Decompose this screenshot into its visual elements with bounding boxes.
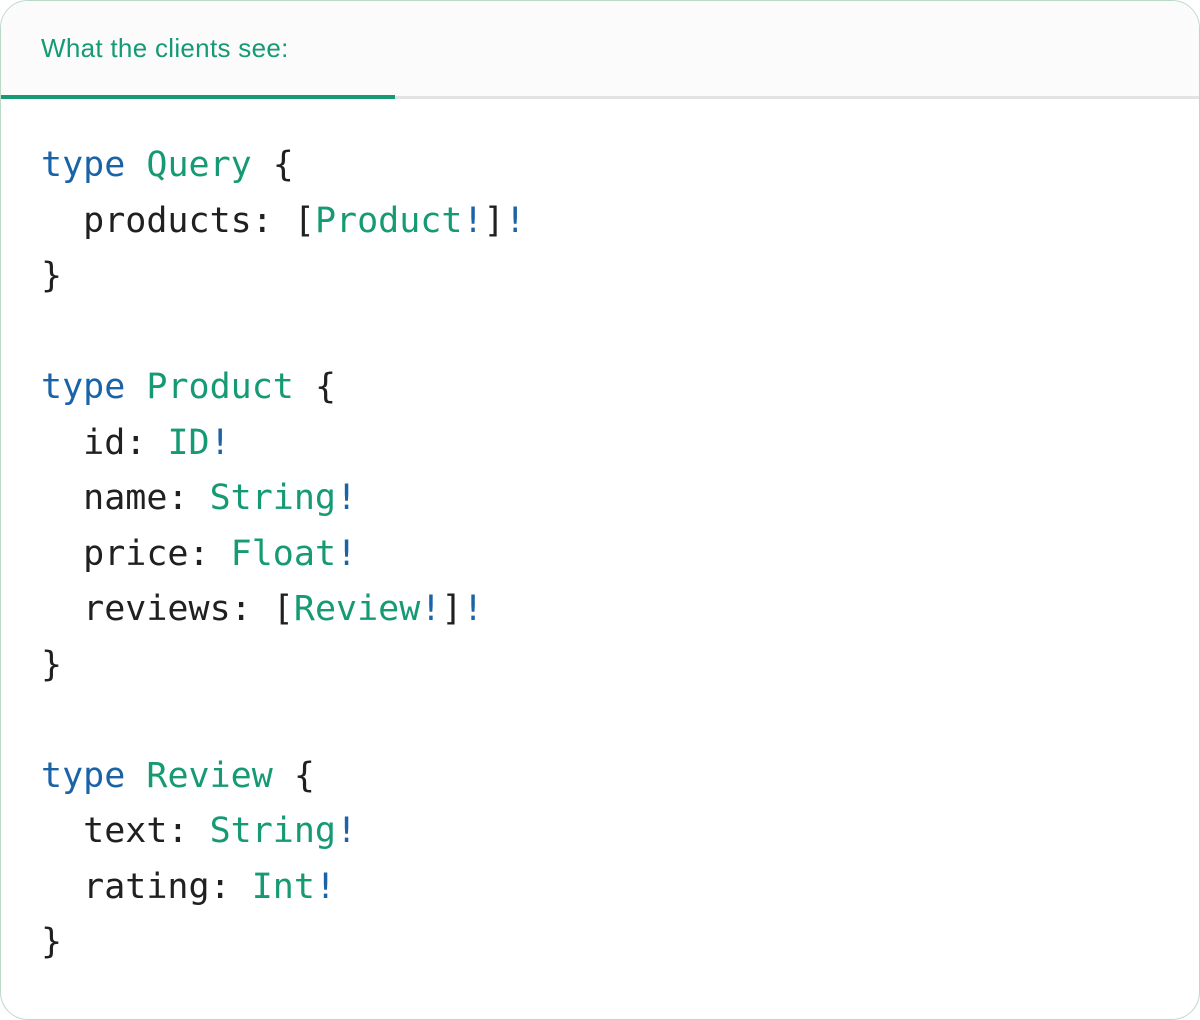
active-tab-underline: [1, 95, 395, 99]
code-token: !: [314, 866, 337, 907]
code-token: }: [41, 922, 63, 962]
code-token: }: [41, 644, 63, 685]
code-token: Product: [146, 367, 294, 407]
code-line: price: Float!: [41, 527, 1159, 583]
code-token: ID: [167, 422, 210, 463]
code-token: !: [336, 811, 358, 851]
code-token: {: [293, 367, 337, 407]
code-line: type Query {: [41, 138, 1159, 194]
code-token: String: [209, 811, 337, 851]
tab-what-clients-see[interactable]: What the clients see:: [41, 33, 289, 64]
graphql-schema-code: type Query { products: [Product!]!} type…: [1, 99, 1199, 971]
code-line: }: [41, 638, 1159, 694]
code-line: [41, 305, 1159, 361]
code-token: reviews: [: [41, 589, 294, 629]
code-token: Query: [146, 145, 252, 185]
code-token: Int: [251, 866, 315, 907]
code-token: Product: [314, 200, 463, 241]
code-token: {: [251, 145, 294, 185]
code-token: !: [420, 589, 442, 629]
code-line: text: String!: [41, 804, 1159, 860]
code-token: type: [41, 145, 126, 185]
code-token: products: [: [41, 200, 315, 241]
code-line: id: ID!: [41, 416, 1159, 472]
code-token: Review: [293, 589, 421, 629]
code-token: ]: [483, 200, 505, 241]
code-token: ]: [441, 589, 463, 629]
code-token: !: [462, 589, 484, 629]
code-token: !: [336, 533, 358, 574]
code-token: }: [41, 256, 63, 296]
code-line: [41, 693, 1159, 749]
code-line: type Review {: [41, 749, 1159, 805]
code-token: type: [41, 367, 126, 407]
code-token: Float: [230, 533, 337, 574]
code-line: }: [41, 915, 1159, 971]
code-line: rating: Int!: [41, 860, 1159, 916]
code-line: type Product {: [41, 360, 1159, 416]
code-token: [125, 367, 146, 407]
code-token: String: [209, 478, 337, 518]
code-token: !: [504, 200, 526, 241]
code-token: name:: [41, 478, 210, 518]
code-line: products: [Product!]!: [41, 194, 1159, 250]
code-token: type: [41, 755, 126, 796]
tab-label: What the clients see:: [41, 33, 289, 63]
code-token: [125, 756, 146, 796]
code-token: [125, 145, 146, 185]
code-token: {: [272, 755, 315, 796]
code-line: name: String!: [41, 471, 1159, 527]
code-token: !: [209, 422, 231, 463]
code-token: rating:: [41, 866, 252, 907]
code-line: reviews: [Review!]!: [41, 582, 1159, 638]
code-token: !: [336, 478, 358, 518]
code-token: text:: [41, 811, 210, 851]
code-line: }: [41, 249, 1159, 305]
code-token: Review: [146, 755, 273, 796]
code-token: id:: [41, 422, 168, 463]
code-token: !: [462, 200, 484, 241]
code-token: price:: [41, 533, 231, 574]
tab-bar: What the clients see:: [1, 1, 1199, 99]
